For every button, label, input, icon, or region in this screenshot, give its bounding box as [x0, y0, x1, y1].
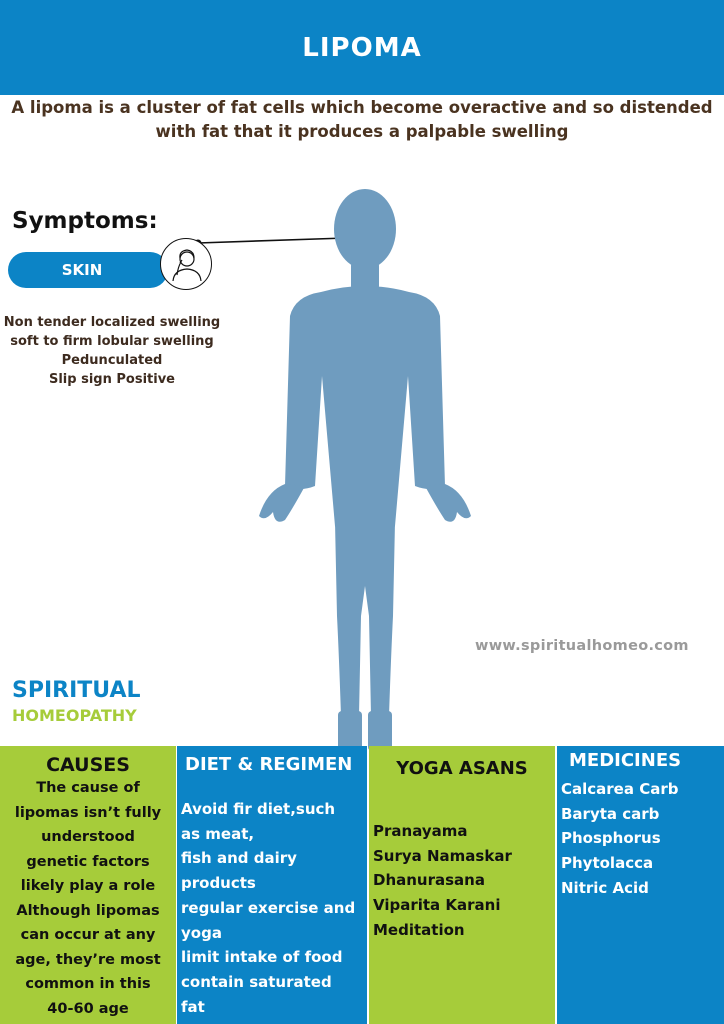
page-title: LIPOMA: [302, 32, 422, 63]
symptoms-list: Non tender localized swelling soft to fi…: [0, 313, 224, 389]
intro-line: with fat that it produces a palpable swe…: [155, 122, 569, 141]
causes-text: The cause of lipomas isn’t fully underst…: [0, 776, 176, 1021]
causes-line: The cause of: [36, 780, 140, 796]
causes-line: Although lipomas: [16, 902, 160, 919]
medicines-list: Calcarea Carb Baryta carb Phosphorus Phy…: [557, 777, 724, 901]
medicine-item: Calcarea Carb: [561, 780, 679, 798]
diet-title: DIET & REGIMEN: [185, 754, 353, 775]
causes-line: understood: [41, 829, 135, 845]
yoga-title: YOGA ASANS: [396, 758, 528, 779]
skin-category-label: SKIN: [61, 261, 103, 279]
medicine-item: Nitric Acid: [561, 878, 649, 897]
causes-column: CAUSES The cause of lipomas isn’t fully …: [0, 746, 176, 1024]
diet-line: regular exercise and: [181, 898, 356, 917]
website-url: www.spiritualhomeo.com: [475, 638, 689, 654]
diet-regimen-column: DIET & REGIMEN Avoid fir diet,such as me…: [177, 746, 367, 1024]
causes-line: genetic factors: [26, 853, 150, 870]
symptom-item: Non tender localized swelling: [3, 315, 221, 330]
yoga-list: Pranayama Surya Namaskar Dhanurasana Vip…: [369, 819, 555, 943]
causes-line: age, they’re most: [15, 951, 161, 968]
yoga-item: Meditation: [373, 920, 465, 939]
diet-list: Avoid fir diet,such as meat, fish and da…: [177, 797, 367, 1019]
symptom-item: soft to firm lobular swelling: [10, 334, 214, 349]
diet-line: products: [181, 874, 256, 893]
causes-line: 40-60 age: [47, 1000, 129, 1017]
diet-line: Avoid fir diet,such: [181, 800, 336, 818]
diet-line: fat: [181, 997, 205, 1016]
symptoms-title: Symptoms:: [12, 208, 158, 234]
causes-line: common in this: [25, 976, 151, 992]
medicines-title: MEDICINES: [569, 750, 682, 771]
yoga-item: Viparita Karani: [373, 896, 501, 915]
causes-title: CAUSES: [46, 754, 130, 776]
medicine-item: Phosphorus: [561, 829, 661, 848]
yoga-item: Surya Namaskar: [373, 846, 512, 865]
diet-line: contain saturated: [181, 972, 332, 991]
medicines-column: MEDICINES Calcarea Carb Baryta carb Phos…: [557, 746, 724, 1024]
intro-text: A lipoma is a cluster of fat cells which…: [0, 96, 724, 144]
symptom-item: Slip sign Positive: [48, 372, 175, 387]
symptom-item: Pedunculated: [61, 353, 163, 368]
header-banner: LIPOMA: [0, 0, 724, 95]
causes-line: can occur at any: [20, 927, 156, 943]
brand-spiritual: SPIRITUAL: [12, 678, 141, 703]
human-body-figure: [259, 189, 471, 751]
person-touching-face-icon: [160, 238, 212, 290]
brand-homeopathy: HOMEOPATHY: [12, 706, 137, 725]
yoga-item: Dhanurasana: [373, 871, 485, 890]
medicine-item: Phytolacca: [561, 854, 654, 873]
causes-line: lipomas isn’t fully: [14, 804, 162, 821]
yoga-asans-column: YOGA ASANS Pranayama Surya Namaskar Dhan…: [369, 746, 555, 1024]
yoga-item: Pranayama: [373, 822, 468, 840]
causes-line: likely play a role: [20, 878, 156, 894]
diet-line: fish and dairy: [181, 849, 297, 868]
diet-line: limit intake of food: [181, 948, 343, 967]
diet-line: as meat,: [181, 824, 255, 843]
intro-line: A lipoma is a cluster of fat cells which…: [11, 98, 713, 117]
skin-category-pill: SKIN: [8, 252, 168, 288]
medicine-item: Baryta carb: [561, 804, 660, 823]
diet-line: yoga: [181, 923, 222, 942]
